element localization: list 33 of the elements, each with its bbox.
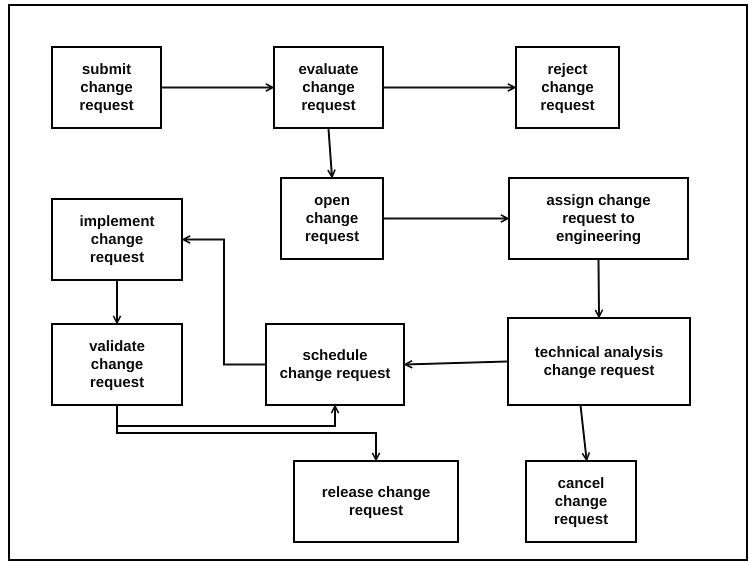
box-label: cancel change request: [552, 474, 610, 528]
box-label: submit change request: [78, 60, 135, 114]
arrow: [116, 405, 340, 427]
process-box: [507, 317, 691, 406]
arrow: [384, 83, 516, 92]
process-box: [525, 460, 637, 543]
arrow: [580, 406, 590, 461]
box-label: release change request: [320, 484, 432, 520]
process-box: [515, 46, 620, 129]
box-label: assign change request to engineering: [545, 192, 652, 246]
box-label: evaluate change request: [297, 60, 360, 114]
process-box: [51, 46, 162, 129]
box-label: implement change request: [78, 212, 156, 266]
box-label: reject change request: [539, 60, 596, 114]
box-label: schedule change request: [279, 346, 391, 382]
process-box: [508, 177, 689, 260]
process-box: [51, 198, 183, 281]
arrow: [327, 128, 336, 178]
arrow: [116, 406, 380, 461]
process-box: [51, 323, 183, 406]
process-box: [265, 323, 405, 406]
arrow: [162, 83, 274, 92]
process-box: [280, 177, 384, 260]
arrow: [384, 214, 509, 223]
box-label: technical analysis change request: [534, 344, 664, 380]
process-box: [293, 460, 459, 543]
process-box: [273, 46, 384, 129]
arrow: [594, 260, 604, 318]
box-label: validate change request: [88, 338, 146, 392]
arrow: [112, 281, 122, 324]
arrow: [404, 360, 508, 369]
box-label: open change request: [304, 192, 360, 246]
arrow: [182, 235, 265, 366]
